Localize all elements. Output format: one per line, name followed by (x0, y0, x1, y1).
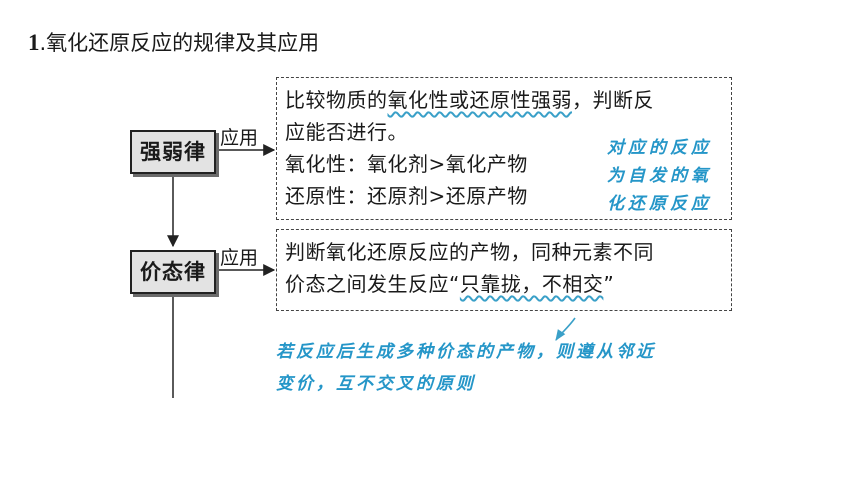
annotation-law2: 若反应后生成多种价态的产物，则遵从邻近 变价，互不交叉的原则 (276, 336, 656, 400)
apply-label-1: 应用 (220, 127, 259, 149)
annotation-law1: 对应的反应 为自发的氧 化还原反应 (607, 134, 712, 218)
annotation-law1-line-1: 对应的反应 (607, 138, 712, 158)
annotation-law2-line-2: 变价，互不交叉的原则 (276, 374, 476, 394)
apply-label-2: 应用 (220, 247, 259, 269)
law2-line-1: 判断氧化还原反应的产物，同种元素不同 (285, 240, 654, 264)
annotation-law2-line-1: 若反应后生成多种价态的产物，则遵从邻近 (276, 342, 656, 362)
law1-line-4: 还原性：还原剂>还原产物 (285, 184, 528, 208)
law-box-valence: 价态律 (130, 250, 216, 294)
wavy-emphasis-2: 只靠拢，不相交 (459, 272, 604, 296)
annotation-pointer-2 (555, 317, 576, 341)
law-box-strength: 强弱律 (130, 130, 216, 174)
law1-line-3: 氧化性：氧化剂>氧化产物 (285, 152, 528, 176)
heading-number: 1 (28, 30, 40, 55)
annotation-law1-line-2: 为自发的氧 (607, 166, 712, 186)
law2-line-2: 价态之间发生反应“只靠拢，不相交” (285, 272, 615, 296)
section-heading: 1.氧化还原反应的规律及其应用 (28, 27, 319, 57)
heading-title: .氧化还原反应的规律及其应用 (39, 31, 320, 55)
wavy-emphasis-1: 氧化性或还原性强弱 (387, 88, 572, 112)
annotation-law1-line-3: 化还原反应 (607, 194, 712, 214)
law1-description-box: 比较物质的氧化性或还原性强弱，判断反 应能否进行。 氧化性：氧化剂>氧化产物 还… (276, 77, 732, 220)
law2-description-box: 判断氧化还原反应的产物，同种元素不同 价态之间发生反应“只靠拢，不相交” (276, 229, 732, 311)
law1-line-1: 比较物质的氧化性或还原性强弱，判断反 (285, 88, 654, 112)
law1-line-2: 应能否进行。 (285, 120, 408, 144)
